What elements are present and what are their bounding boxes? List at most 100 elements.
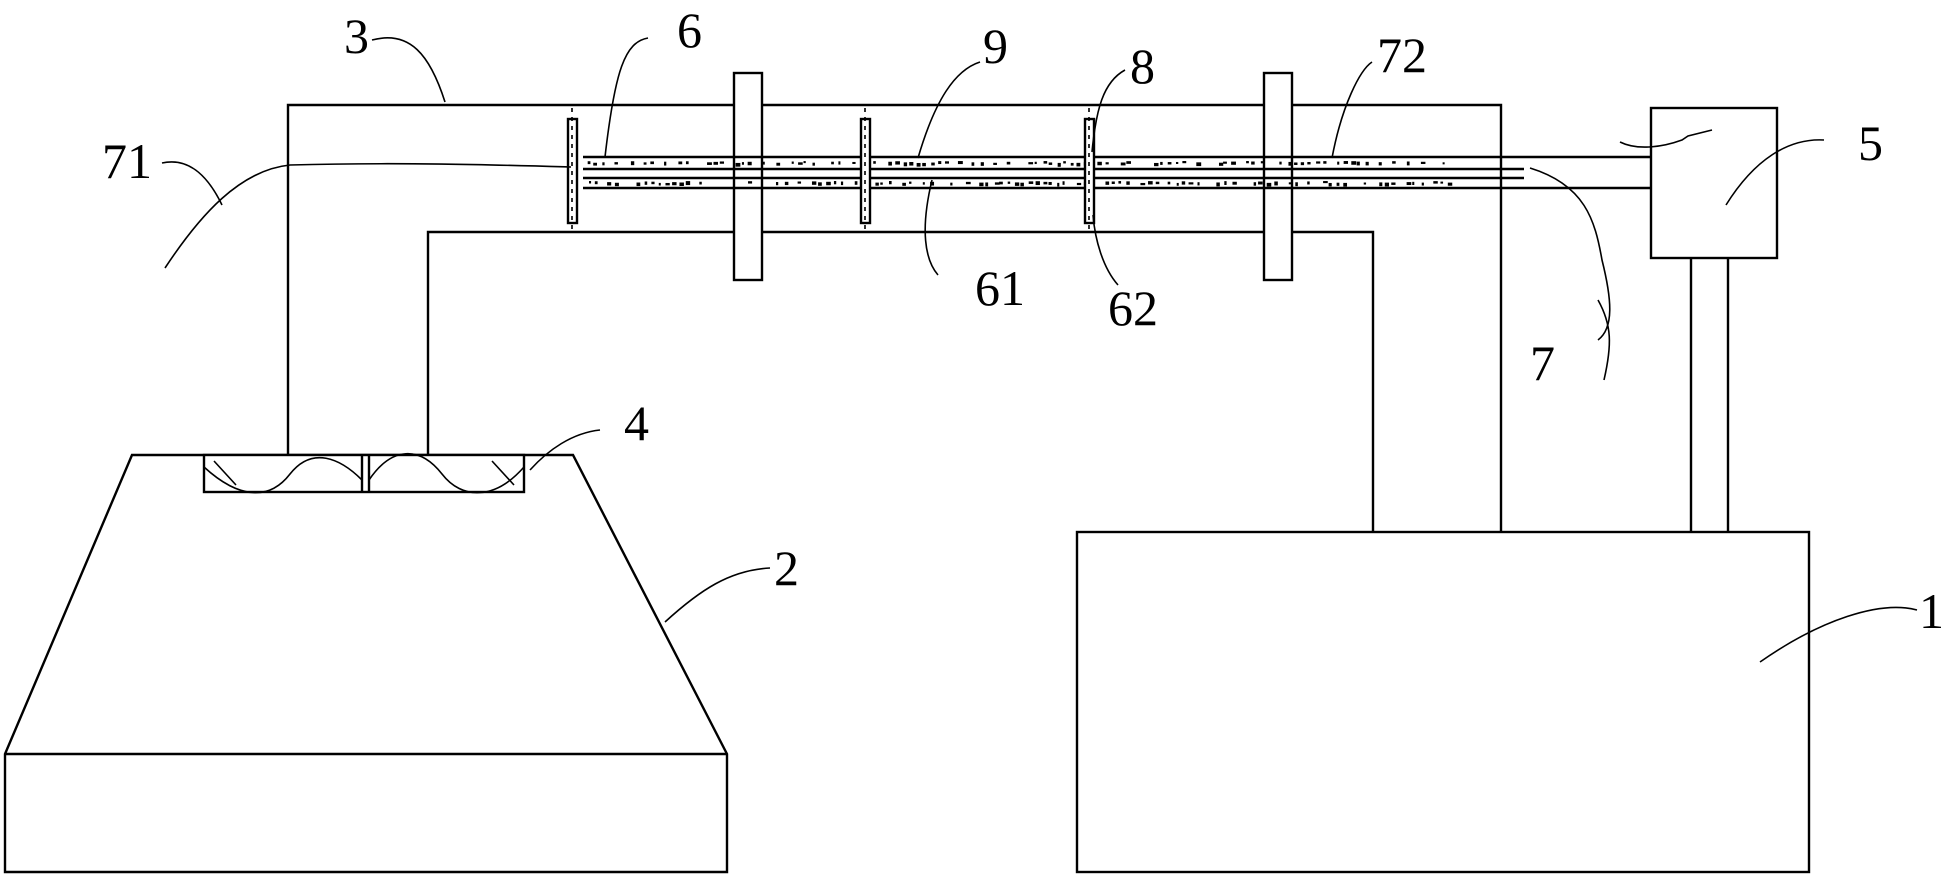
particle-dot (1062, 181, 1065, 185)
particle-dot (1258, 181, 1263, 185)
particle-dot (1097, 161, 1102, 166)
particle-dot (1343, 182, 1348, 187)
particle-dot (1266, 182, 1272, 187)
particle-dot (1392, 161, 1396, 164)
label-1: 1 (1919, 583, 1944, 639)
particle-dot (1379, 182, 1383, 187)
particle-dot (1175, 161, 1179, 164)
particle-dot (1442, 162, 1445, 165)
particle-dot (1063, 161, 1066, 164)
particle-dot (1294, 162, 1298, 165)
particle-dot (880, 182, 883, 185)
plates (566, 108, 1096, 232)
particle-dot (1328, 182, 1332, 187)
particle-dot (776, 162, 781, 166)
particle-dot (922, 182, 925, 185)
particle-dot (1048, 181, 1052, 185)
particle-dot (812, 162, 815, 166)
particle-dot (1356, 161, 1360, 166)
particle-dot (1288, 182, 1292, 185)
label-8: 8 (1130, 38, 1155, 94)
particle-dot (873, 161, 876, 164)
particle-dot (1076, 182, 1082, 186)
particle-dot (1148, 181, 1153, 185)
particle-dot (1188, 182, 1194, 185)
particle-dot (1182, 161, 1187, 164)
particle-dot (797, 181, 802, 184)
particle-dot (1288, 161, 1293, 166)
particle-dot (902, 182, 906, 186)
particle-dot (644, 181, 648, 185)
particle-dot (1126, 161, 1131, 164)
particle-dot (1279, 161, 1282, 165)
particle-dot (909, 161, 914, 166)
particle-dot (999, 181, 1003, 185)
particle-dot (643, 162, 647, 165)
particle-dot (1176, 182, 1179, 186)
particle-dot (735, 162, 741, 167)
particle-dot (678, 161, 683, 165)
particle-dot (607, 182, 612, 186)
particle-dot (1216, 182, 1220, 187)
particle-dot (889, 181, 892, 185)
particle-dot (672, 182, 677, 186)
particle-dot (1007, 181, 1011, 184)
label-3: 3 (344, 8, 369, 64)
particle-dot (831, 161, 834, 165)
particle-dot (979, 182, 984, 187)
particle-dot (1365, 161, 1369, 166)
particle-dot (888, 161, 892, 166)
particle-dot (1160, 161, 1163, 165)
particle-dot (602, 162, 605, 166)
label-2: 2 (774, 540, 799, 596)
particle-dot (1196, 162, 1202, 167)
particle-dot (1223, 161, 1227, 164)
particle-dot (1363, 182, 1367, 185)
particle-dot (1337, 161, 1340, 165)
particle-dot (1105, 162, 1109, 165)
particle-dot (588, 181, 592, 184)
particle-dot (916, 162, 921, 167)
particle-dot (818, 182, 822, 186)
particle-dot (1218, 162, 1224, 166)
label-6: 6 (677, 2, 702, 58)
particle-dot (1231, 161, 1236, 165)
label-4: 4 (624, 395, 649, 451)
particle-dot (650, 161, 654, 165)
particle-dot (791, 161, 794, 164)
particle-dot (1300, 162, 1305, 166)
particle-dot (614, 162, 618, 165)
particle-dot (1126, 181, 1130, 185)
particle-dot (1232, 181, 1237, 185)
particle-dot (1343, 161, 1349, 164)
particle-dot (1057, 162, 1061, 167)
particle-dot (1440, 181, 1444, 184)
particle-dot (1014, 182, 1020, 186)
particle-dot (798, 162, 803, 165)
particle-dot (1120, 162, 1126, 166)
tank-component (1075, 530, 1811, 874)
label-9: 9 (983, 18, 1008, 74)
particle-dot (1034, 161, 1037, 165)
particle-dot (747, 161, 752, 166)
particle-dot (1111, 181, 1115, 185)
particle-dot (1246, 161, 1249, 164)
fan-assembly (202, 452, 526, 494)
particle-dot (1323, 161, 1327, 164)
particle-dot (1251, 161, 1255, 165)
particle-dot (811, 181, 817, 185)
particle-dot (630, 161, 635, 166)
particle-dot (1421, 182, 1424, 186)
particle-dot (993, 162, 997, 165)
particle-dot (1043, 161, 1048, 164)
particle-dot (1274, 181, 1278, 186)
particle-dot (854, 181, 858, 185)
particle-dot (1167, 181, 1171, 185)
particle-dot (840, 181, 844, 186)
particle-dot (965, 181, 971, 185)
particle-dot (651, 181, 655, 185)
particle-dot (1154, 162, 1159, 167)
label-72: 72 (1377, 27, 1427, 83)
particle-dot (685, 161, 689, 165)
particle-dot (1167, 162, 1172, 165)
